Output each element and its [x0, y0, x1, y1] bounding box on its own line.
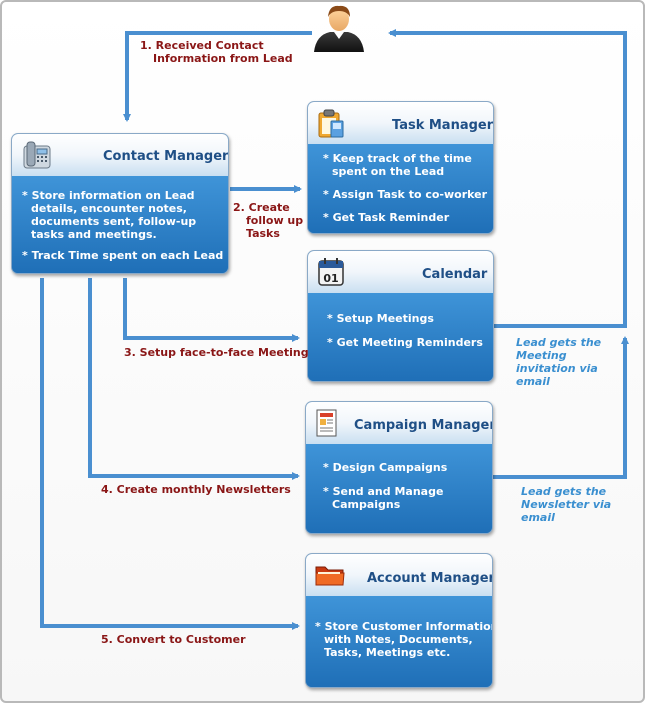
- newsletter-email-note: Lead gets the Newsletter via email: [521, 485, 612, 524]
- campaign-manager-body: * Design Campaigns * Send and Manage Cam…: [306, 444, 492, 533]
- arrow-convert-customer: [40, 278, 300, 630]
- arrow-newsletter-to-lead: [492, 336, 629, 479]
- newsletter-document-icon: [315, 408, 339, 442]
- campaign-item-design: * Design Campaigns: [323, 461, 448, 474]
- step4-label: 4. Create monthly Newsletters: [101, 483, 291, 496]
- arrow-meeting-to-lead: [388, 29, 627, 328]
- contact-manager-header: Contact Manager: [12, 134, 228, 176]
- task-manager-body: * Keep track of the time spent on the Le…: [308, 144, 493, 233]
- contact-manager-box: Contact Manager * Store information on L…: [11, 133, 229, 274]
- contact-manager-body: * Store information on Lead details, enc…: [12, 176, 228, 273]
- arrow-setup-meeting: [123, 278, 300, 342]
- task-manager-title: Task Manager: [392, 118, 494, 133]
- task-item-assign: * Assign Task to co-worker: [323, 188, 488, 201]
- campaign-manager-title: Campaign Manager: [354, 418, 493, 433]
- task-item-track-time: * Keep track of the time spent on the Le…: [323, 152, 472, 178]
- task-manager-box: Task Manager * Keep track of the time sp…: [307, 101, 494, 234]
- task-manager-header: Task Manager: [308, 102, 493, 144]
- calendar-icon: 01: [317, 257, 345, 291]
- account-item-store-customer: * Store Customer Information with Notes,…: [315, 620, 493, 659]
- contact-item-store-info: * Store information on Lead details, enc…: [22, 189, 197, 241]
- step1-label: 1. Received Contact Information from Lea…: [140, 39, 293, 65]
- meeting-invitation-note: Lead gets the Meeting invitation via ema…: [516, 336, 602, 388]
- account-manager-header: Account Manager: [306, 554, 492, 596]
- campaign-manager-header: Campaign Manager: [306, 402, 492, 444]
- svg-text:01: 01: [323, 272, 338, 285]
- step5-label: 5. Convert to Customer: [101, 633, 246, 646]
- step3-label: 3. Setup face-to-face Meeting: [124, 346, 309, 359]
- calendar-header: 01 Calendar: [308, 251, 493, 293]
- calendar-item-setup-meetings: * Setup Meetings: [327, 312, 434, 325]
- account-manager-title: Account Manager: [367, 571, 493, 586]
- calendar-body: * Setup Meetings * Get Meeting Reminders: [308, 293, 493, 381]
- arrow-received-contact: [123, 31, 312, 122]
- account-manager-body: * Store Customer Information with Notes,…: [306, 596, 492, 687]
- contact-item-track-time: * Track Time spent on each Lead: [22, 249, 224, 262]
- campaign-item-send-manage: * Send and Manage Campaigns: [323, 485, 444, 511]
- clipboard-icon: [317, 109, 345, 143]
- campaign-manager-box: Campaign Manager * Design Campaigns * Se…: [305, 401, 493, 534]
- account-manager-box: Account Manager * Store Customer Informa…: [305, 553, 493, 688]
- calendar-title: Calendar: [422, 267, 488, 282]
- calendar-box: 01 Calendar * Setup Meetings * Get Meeti…: [307, 250, 494, 382]
- contact-manager-title: Contact Manager: [103, 149, 229, 164]
- lead-person-icon: [310, 2, 368, 54]
- office-phone-icon: [22, 140, 52, 174]
- folder-icon: [314, 563, 346, 591]
- arrow-newsletters: [88, 278, 300, 480]
- step2-label: 2. Create follow up Tasks: [233, 201, 304, 240]
- calendar-item-meeting-reminders: * Get Meeting Reminders: [327, 336, 483, 349]
- task-item-reminder: * Get Task Reminder: [323, 211, 450, 224]
